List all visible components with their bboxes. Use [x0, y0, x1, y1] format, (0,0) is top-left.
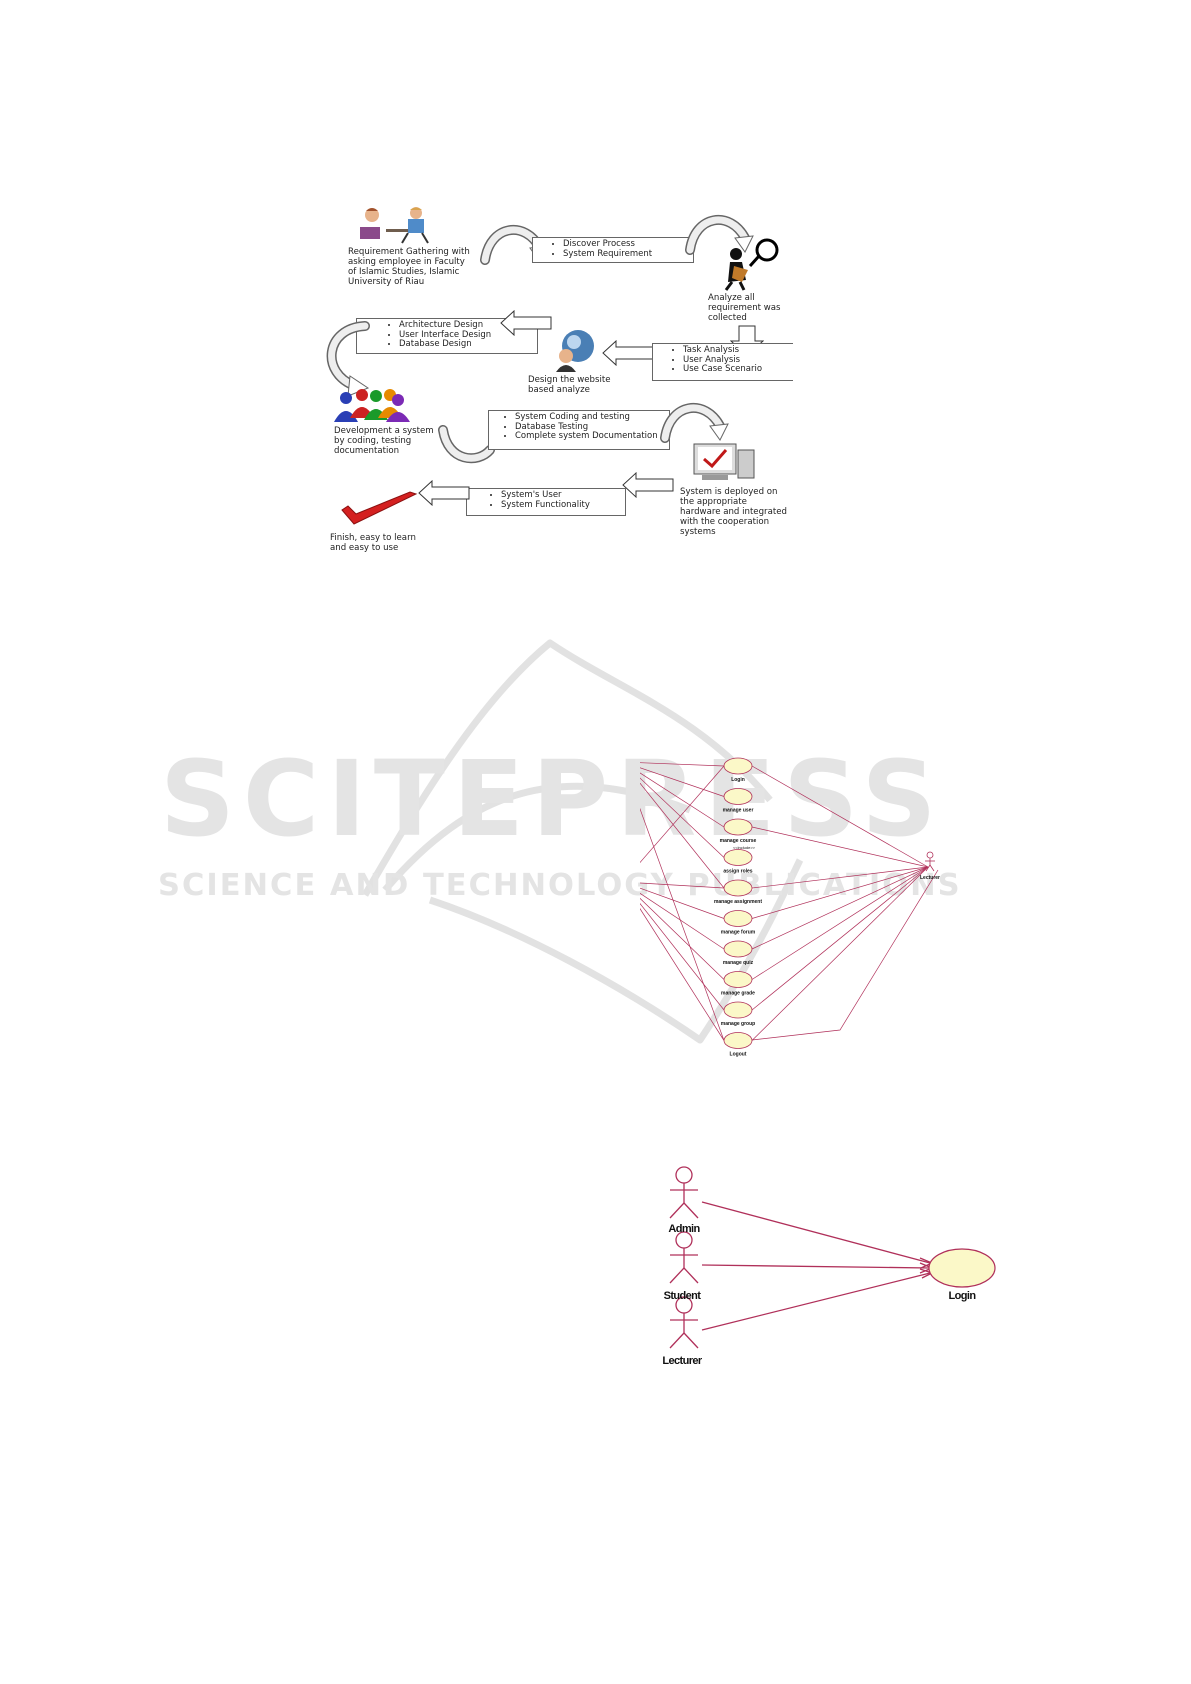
login-usecase-label: Login — [949, 1290, 977, 1302]
step-development-caption: Development a system by coding, testing … — [334, 426, 434, 456]
actor-lecturer-label: Lecturer — [662, 1355, 703, 1367]
step-finish-caption: Finish, easy to learn and easy to use — [330, 533, 416, 553]
usecase-manage-forum — [723, 910, 753, 927]
usecase-manage-user — [723, 788, 753, 805]
left-arrow-icon — [622, 472, 674, 498]
box-item: Complete system Documentation — [515, 431, 669, 442]
step-design-caption: Design the website based analyze — [528, 375, 611, 395]
curved-arrow-icon — [660, 403, 729, 443]
curved-arrow-icon — [326, 321, 370, 397]
step-analyze-caption: Analyze all requirement was collected — [708, 293, 781, 323]
magnifier-person-icon — [724, 238, 779, 291]
box-item: Architecture Design — [399, 320, 537, 331]
actor-lecturer-icon — [669, 1296, 699, 1349]
actor-student-label: Student — [664, 1290, 702, 1302]
association-line — [640, 887, 725, 919]
box-coding: System Coding and testing Database Testi… — [488, 410, 670, 450]
association-line — [640, 767, 725, 797]
actor-admin-label: Admin — [668, 1223, 700, 1235]
globe-user-icon — [556, 330, 594, 372]
association-line — [640, 762, 725, 767]
usecase-label: manage forum — [721, 930, 756, 936]
box-item: System's User — [501, 490, 625, 501]
usecase-label: manage user — [723, 808, 754, 814]
usecase-label: Logout — [730, 1052, 747, 1058]
box-discover: Discover Process System Requirement — [532, 237, 694, 263]
actor-lecturer-icon — [925, 851, 935, 872]
box-item: System Requirement — [563, 249, 693, 260]
association-line — [751, 866, 929, 980]
box-item: Discover Process — [563, 239, 693, 250]
computer-check-icon — [693, 443, 755, 480]
login-usecase — [928, 1248, 996, 1288]
actor-admin-icon — [669, 1166, 699, 1219]
usecase-manage-assignment — [723, 879, 753, 897]
usecase-login — [723, 757, 753, 775]
association-line — [640, 897, 725, 980]
usecase-manage-grade — [723, 971, 753, 988]
association-line — [640, 892, 725, 950]
usecase-label: assign roles — [723, 869, 752, 875]
box-item: Database Testing — [515, 422, 669, 433]
box-analysis: Task Analysis User Analysis Use Case Sce… — [652, 343, 793, 381]
box-item: System Coding and testing — [515, 412, 669, 423]
usecase-label: Login — [731, 777, 745, 783]
team-people-icon — [334, 389, 410, 422]
usecase-diagram-login: Admin Student Lecturer Login — [662, 1166, 996, 1367]
left-arrow-icon — [602, 340, 654, 366]
usecase-label: manage group — [721, 1021, 755, 1027]
people-meeting-icon — [360, 207, 429, 244]
box-users: System's User System Functionality — [466, 488, 626, 516]
usecase-assign-roles — [723, 849, 753, 866]
usecase-logout — [723, 1032, 753, 1049]
association-line — [640, 902, 725, 1011]
usecase-label: manage quiz — [723, 960, 754, 966]
association-line — [751, 866, 929, 1011]
association-line — [640, 807, 725, 1041]
box-item: System Functionality — [501, 500, 625, 511]
checkmark-icon — [341, 491, 418, 525]
actor-label: Lecturer — [920, 875, 940, 881]
usecase-manage-course — [723, 818, 753, 836]
association-line — [751, 866, 929, 1041]
association-line — [751, 826, 929, 868]
usecase-label: manage course — [720, 838, 757, 844]
curved-arrow-icon — [438, 425, 495, 464]
usecase-label: manage assignment — [714, 899, 762, 905]
left-arrow-icon — [418, 480, 470, 506]
association-line — [640, 908, 725, 1041]
usecase-label: manage grade — [721, 991, 755, 997]
association-line — [751, 869, 939, 1041]
include-label: <<include>> — [733, 845, 756, 850]
association-line — [640, 772, 725, 828]
association-line — [640, 765, 725, 864]
association-line — [640, 882, 725, 889]
usecase-manage-quiz — [723, 940, 753, 958]
box-item: User Interface Design — [399, 330, 537, 341]
usecase-diagram-full: Login manage user manage course assign role… — [640, 757, 940, 1058]
box-item: Task Analysis — [683, 345, 793, 356]
association-line — [751, 866, 929, 889]
association-line — [751, 765, 929, 868]
association-line — [640, 777, 725, 858]
association-line — [640, 782, 725, 889]
box-item: Database Design — [399, 339, 537, 350]
curved-arrow-icon — [685, 215, 754, 255]
usecase-manage-group — [723, 1001, 753, 1019]
step-deploy-caption: System is deployed on the appropriate ha… — [680, 487, 787, 537]
process-figure: Requirement Gathering with asking employ… — [326, 200, 850, 600]
step-requirement-caption: Requirement Gathering with asking employ… — [348, 247, 470, 287]
box-item: User Analysis — [683, 355, 793, 366]
left-arrow-icon — [500, 310, 552, 336]
association-line — [751, 866, 929, 950]
actor-student-icon — [669, 1231, 699, 1284]
box-item: Use Case Scenario — [683, 364, 793, 375]
association-line — [751, 866, 929, 919]
